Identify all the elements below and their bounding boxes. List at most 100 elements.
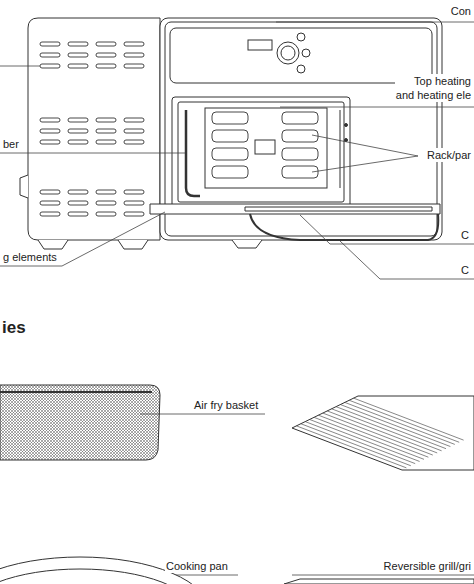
rack-slot bbox=[282, 148, 318, 160]
rack-wire bbox=[310, 419, 420, 461]
part-label: Reversible grill/gri bbox=[383, 559, 472, 573]
vent-slot bbox=[124, 212, 144, 216]
section-heading: ies bbox=[2, 318, 26, 338]
leader-line bbox=[0, 66, 40, 67]
display bbox=[248, 40, 272, 50]
vent-slot bbox=[68, 129, 88, 133]
rack-wire bbox=[336, 407, 446, 449]
part-label: C bbox=[460, 228, 470, 242]
leader-line bbox=[280, 107, 474, 108]
button bbox=[297, 33, 305, 41]
vent-slot bbox=[124, 42, 144, 46]
leader-line bbox=[0, 153, 185, 154]
vent-slot bbox=[96, 212, 116, 216]
part-label: Rack/par bbox=[426, 148, 472, 162]
leader-line bbox=[300, 215, 474, 244]
vent-slot bbox=[40, 129, 60, 133]
part-label: Air fry basket bbox=[193, 398, 259, 412]
rack-wire bbox=[314, 417, 424, 459]
leader-line bbox=[340, 241, 474, 279]
vent-slot bbox=[96, 140, 116, 144]
vent-slot bbox=[124, 190, 144, 194]
leader-line bbox=[276, 22, 474, 23]
vent-slot bbox=[124, 64, 144, 68]
control-panel bbox=[170, 28, 432, 83]
vent-slot bbox=[68, 53, 88, 57]
vent-slot bbox=[96, 190, 116, 194]
rack-slot bbox=[212, 166, 248, 178]
back-wall bbox=[205, 108, 327, 188]
rack-slot bbox=[212, 148, 248, 160]
vent-slot bbox=[40, 201, 60, 205]
knob bbox=[277, 42, 299, 64]
part-label: Con bbox=[450, 4, 472, 18]
rack-wire bbox=[349, 400, 459, 442]
vent-slot bbox=[96, 118, 116, 122]
rack-wire bbox=[323, 413, 433, 455]
vent-slot bbox=[68, 42, 88, 46]
vent-slot bbox=[68, 140, 88, 144]
rack-slot bbox=[282, 130, 318, 142]
vent-slot bbox=[68, 201, 88, 205]
part-label: Cooking pan bbox=[165, 559, 229, 573]
foot bbox=[38, 240, 68, 249]
fan-cover bbox=[255, 140, 275, 154]
label-line: and heating ele bbox=[396, 89, 471, 101]
vent-slot bbox=[40, 118, 60, 122]
chamber-inner bbox=[178, 102, 344, 202]
rack-wire bbox=[305, 422, 415, 464]
vent-slot bbox=[40, 212, 60, 216]
rack-wire bbox=[301, 424, 411, 466]
vent-slot bbox=[96, 129, 116, 133]
vent-slot bbox=[124, 129, 144, 133]
basket-rim bbox=[0, 391, 152, 393]
vent-slot bbox=[96, 201, 116, 205]
vent-slot bbox=[40, 140, 60, 144]
vent-slot bbox=[124, 201, 144, 205]
vent-slot bbox=[96, 42, 116, 46]
vent-slot bbox=[68, 64, 88, 68]
foot bbox=[118, 240, 148, 249]
vent-slot bbox=[96, 53, 116, 57]
vent-slot bbox=[96, 64, 116, 68]
vent-slot bbox=[68, 118, 88, 122]
rack-slot bbox=[212, 130, 248, 142]
vent-slot bbox=[40, 190, 60, 194]
rack-wire bbox=[332, 409, 442, 451]
rack-wire bbox=[345, 402, 455, 444]
vent-slot bbox=[124, 140, 144, 144]
grill-plate bbox=[284, 579, 474, 584]
vent-slot bbox=[68, 190, 88, 194]
vent-slot bbox=[40, 64, 60, 68]
rack-wire bbox=[340, 405, 450, 447]
vent-slot bbox=[124, 118, 144, 122]
vent-slot bbox=[68, 212, 88, 216]
chamber-opening bbox=[172, 97, 350, 207]
part-label: ber bbox=[2, 137, 20, 151]
vent-slot bbox=[40, 53, 60, 57]
door-handle bbox=[250, 214, 438, 240]
rack-wire bbox=[327, 411, 437, 453]
rack-wire bbox=[354, 398, 464, 440]
vent-slot bbox=[124, 53, 144, 57]
door bbox=[150, 204, 440, 214]
knob-inner bbox=[281, 46, 295, 60]
rack-slot bbox=[212, 112, 248, 124]
foot bbox=[232, 240, 262, 248]
label-line: Top heating bbox=[414, 75, 471, 87]
side-wall bbox=[340, 110, 341, 188]
cord-bump bbox=[20, 175, 28, 198]
part-label: Top heating and heating ele bbox=[395, 74, 472, 102]
rack-wire bbox=[296, 426, 406, 468]
leader-line bbox=[0, 212, 165, 266]
door-glass bbox=[245, 207, 432, 211]
button bbox=[302, 49, 310, 57]
part-label: C bbox=[460, 263, 470, 277]
rack-slot bbox=[282, 112, 318, 124]
rack-wire bbox=[318, 415, 428, 457]
button bbox=[297, 65, 305, 73]
leader-line bbox=[312, 135, 418, 172]
vent-slot bbox=[40, 42, 60, 46]
side-panel bbox=[28, 18, 160, 240]
wire-rack bbox=[292, 396, 474, 470]
